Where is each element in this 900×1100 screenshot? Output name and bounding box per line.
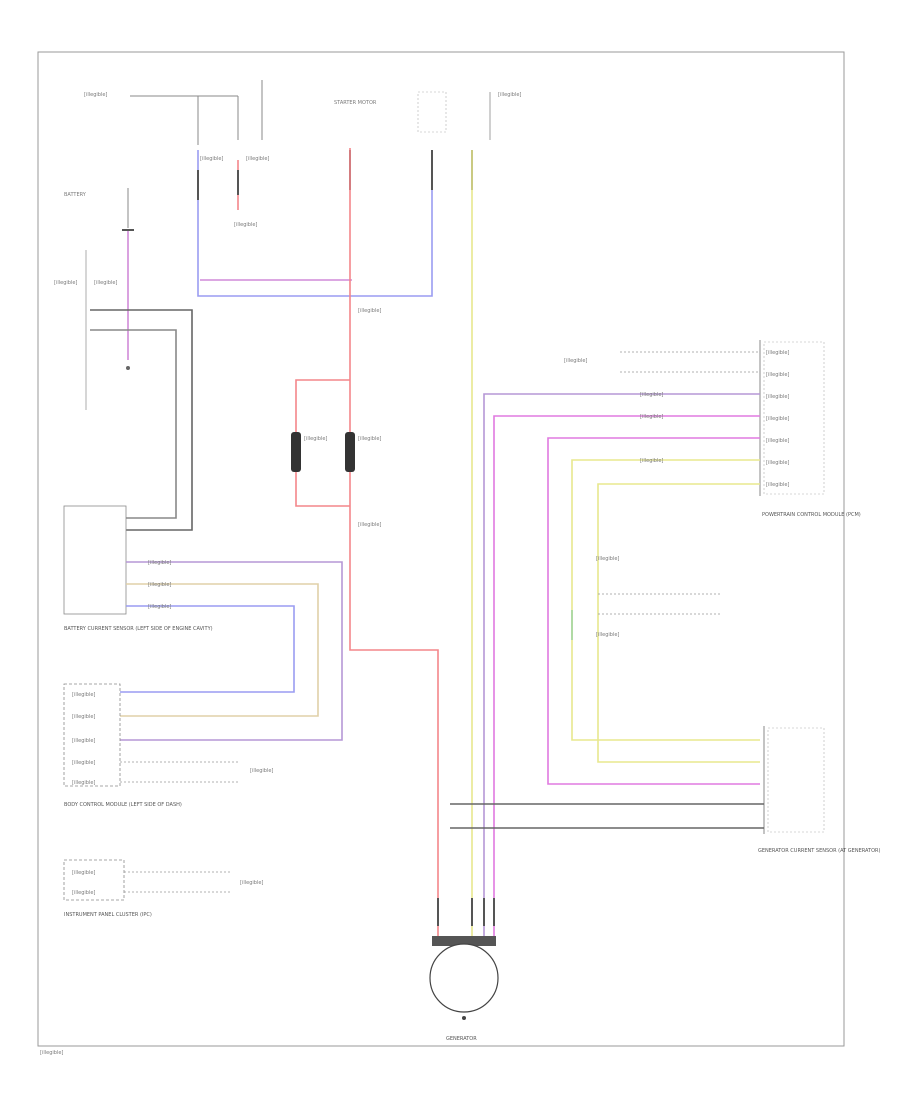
note-top: [illegible] bbox=[234, 222, 257, 228]
ground-label-left: [illegible] bbox=[54, 280, 77, 286]
generator: GENERATOR bbox=[429, 936, 499, 1042]
wire-black-bcs-2 bbox=[90, 329, 177, 519]
svg-text:[illegible]: [illegible] bbox=[766, 460, 789, 466]
connector-ticks-top bbox=[197, 150, 473, 200]
powertrain-control-module: [illegible] [illegible] [illegible] [ill… bbox=[759, 340, 861, 518]
wire-label-bcm-1: [illegible] bbox=[148, 560, 171, 566]
comm-network-ipc: [illegible] bbox=[240, 880, 263, 886]
generator-connector-ticks bbox=[437, 898, 495, 926]
wire-magenta-return bbox=[547, 437, 760, 785]
wire-violet-bcs-bcm bbox=[120, 561, 343, 741]
wire-label-pcm-3: [illegible] bbox=[640, 458, 663, 464]
wire-tan-bcs-bcm bbox=[120, 583, 319, 717]
svg-text:[illegible]: [illegible] bbox=[766, 394, 789, 400]
wire-red-main bbox=[349, 148, 439, 940]
starter-motor-label: STARTER MOTOR bbox=[334, 100, 377, 106]
svg-text:GENERATOR CURRENT SENSOR (AT G: GENERATOR CURRENT SENSOR (AT GENERATOR) bbox=[758, 848, 881, 854]
wire-yellow-pcm-1 bbox=[571, 459, 760, 741]
battery-symbol: BATTERY bbox=[64, 188, 134, 410]
svg-text:[illegible]: [illegible] bbox=[766, 416, 789, 422]
wire-magenta-gen-pcm bbox=[493, 415, 760, 940]
battery-junction-box: [illegible] bbox=[84, 80, 263, 145]
svg-text:POWERTRAIN CONTROL MODULE (PCM: POWERTRAIN CONTROL MODULE (PCM) bbox=[762, 512, 861, 518]
note-pcm-2: [illegible] bbox=[596, 632, 619, 638]
wire-blue-bcs-bcm bbox=[120, 605, 295, 693]
battery-current-sensor: BATTERY CURRENT SENSOR (LEFT SIDE OF ENG… bbox=[63, 505, 213, 632]
svg-text:[illegible]: [illegible] bbox=[72, 870, 95, 876]
note-mid: [illegible] bbox=[358, 308, 381, 314]
bcm-comm-lines bbox=[120, 761, 240, 783]
connector-label-c2: [illegible] bbox=[246, 156, 269, 162]
svg-text:[illegible]: [illegible] bbox=[72, 692, 95, 698]
svg-text:[illegible]: [illegible] bbox=[304, 436, 327, 442]
svg-text:BATTERY: BATTERY bbox=[64, 192, 87, 198]
ipc-comm-lines bbox=[124, 871, 232, 893]
svg-text:BATTERY CURRENT SENSOR (LEFT S: BATTERY CURRENT SENSOR (LEFT SIDE OF ENG… bbox=[64, 626, 213, 632]
fusible-link-2: [illegible] bbox=[345, 432, 381, 472]
sensor-connector-small bbox=[598, 593, 720, 615]
svg-text:[illegible]: [illegible] bbox=[766, 482, 789, 488]
svg-text:[illegible]: [illegible] bbox=[72, 890, 95, 896]
note-pcm-1: [illegible] bbox=[596, 556, 619, 562]
page-id: [illegible] bbox=[40, 1050, 63, 1056]
connector-label-c1: [illegible] bbox=[200, 156, 223, 162]
wire-yellow-pcm-2 bbox=[597, 483, 760, 763]
svg-text:[illegible]: [illegible] bbox=[72, 760, 95, 766]
note-lower: [illegible] bbox=[358, 522, 381, 528]
svg-text:INSTRUMENT PANEL CLUSTER (IPC): INSTRUMENT PANEL CLUSTER (IPC) bbox=[64, 912, 152, 918]
svg-text:[illegible]: [illegible] bbox=[84, 92, 107, 98]
svg-text:[illegible]: [illegible] bbox=[72, 714, 95, 720]
diagram-frame bbox=[37, 51, 845, 1047]
wire-label-pcm-1: [illegible] bbox=[640, 392, 663, 398]
wire-violet-loop bbox=[197, 150, 433, 297]
comm-network-bcm: [illegible] bbox=[250, 768, 273, 774]
comm-network-pcm: [illegible] bbox=[564, 358, 587, 364]
generator-current-sensor: GENERATOR CURRENT SENSOR (AT GENERATOR) bbox=[758, 726, 881, 854]
wire-label-bcm-2: [illegible] bbox=[148, 582, 171, 588]
wire-red-fusible bbox=[295, 379, 350, 507]
wire-violet-gen-pcm bbox=[483, 393, 760, 940]
fuse-block: [illegible] bbox=[417, 91, 521, 140]
wire-label-pcm-2: [illegible] bbox=[640, 414, 663, 420]
svg-text:[illegible]: [illegible] bbox=[766, 438, 789, 444]
svg-text:[illegible]: [illegible] bbox=[72, 780, 95, 786]
svg-text:BODY CONTROL MODULE (LEFT SIDE: BODY CONTROL MODULE (LEFT SIDE OF DASH) bbox=[64, 802, 182, 808]
svg-text:[illegible]: [illegible] bbox=[498, 92, 521, 98]
pcm-comm-lines bbox=[620, 351, 760, 373]
instrument-panel-cluster: INSTRUMENT PANEL CLUSTER (IPC) [illegibl… bbox=[63, 859, 152, 918]
svg-text:[illegible]: [illegible] bbox=[358, 436, 381, 442]
svg-text:[illegible]: [illegible] bbox=[766, 372, 789, 378]
ground-label-right: [illegible] bbox=[94, 280, 117, 286]
svg-text:GENERATOR: GENERATOR bbox=[446, 1036, 477, 1042]
body-control-module: BODY CONTROL MODULE (LEFT SIDE OF DASH) … bbox=[63, 683, 182, 808]
fusible-link-1: [illegible] bbox=[291, 432, 327, 472]
wire-label-bcm-3: [illegible] bbox=[148, 604, 171, 610]
svg-text:[illegible]: [illegible] bbox=[72, 738, 95, 744]
wire-black-bcs bbox=[90, 309, 193, 531]
svg-text:[illegible]: [illegible] bbox=[766, 350, 789, 356]
